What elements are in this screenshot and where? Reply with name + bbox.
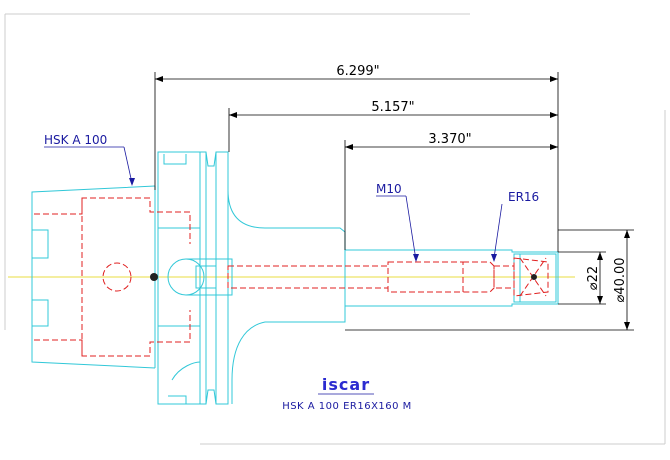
dimension-middle xyxy=(228,108,558,152)
dimension-diameter-large-label: ⌀40.00 xyxy=(613,257,628,302)
callout-hsk-label: HSK A 100 xyxy=(44,133,107,147)
gauge-point-right xyxy=(531,274,537,280)
dimension-short-label: 3.370" xyxy=(428,132,471,147)
callout-m10-label: M10 xyxy=(376,182,402,196)
callout-er16-label: ER16 xyxy=(508,190,539,204)
callout-er16-leader xyxy=(491,203,503,262)
dimension-diameter-small xyxy=(558,251,606,305)
dimension-diameter-small-label: ⌀22 xyxy=(586,266,601,290)
dimension-overall-label: 6.299" xyxy=(336,64,379,79)
callout-hsk-leader xyxy=(44,146,135,186)
dimension-overall xyxy=(154,72,559,252)
brand-logo: iscar xyxy=(322,375,370,394)
dimension-middle-label: 5.157" xyxy=(371,100,414,115)
gauge-point-left xyxy=(150,273,158,281)
callout-m10-leader xyxy=(376,195,419,262)
flange-outline xyxy=(157,151,233,405)
dimension-diameter-large xyxy=(345,229,634,331)
sheet-border xyxy=(4,13,666,445)
model-designation: HSK A 100 ER16X160 M xyxy=(282,401,412,412)
dimension-short xyxy=(344,140,558,250)
